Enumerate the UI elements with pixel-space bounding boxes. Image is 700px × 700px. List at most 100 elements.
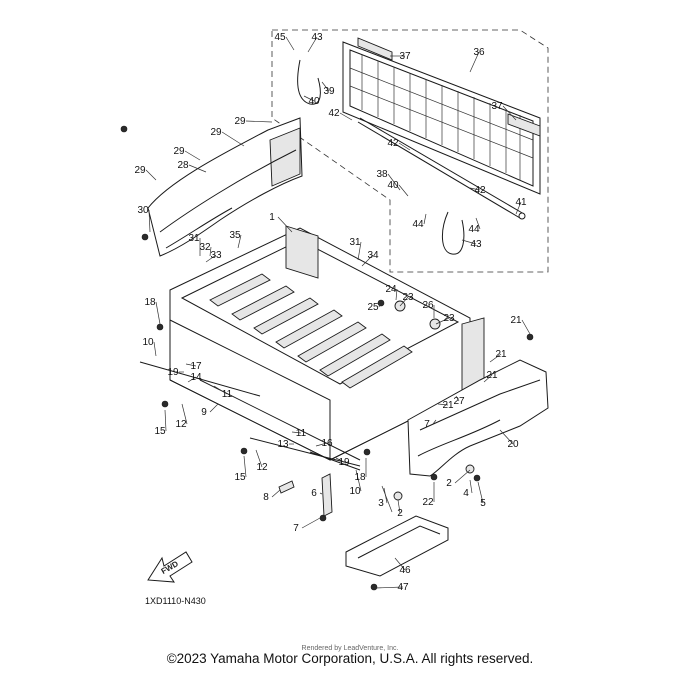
callout-leader-21 (437, 403, 449, 406)
callout-leader-21 (489, 353, 502, 363)
callout-leader-34 (361, 254, 374, 267)
callout-12: 12 (175, 419, 187, 430)
callout-26: 26 (422, 300, 434, 311)
callout-leader-5 (477, 481, 484, 504)
callout-leader-40 (398, 184, 409, 197)
callout-leader-1 (277, 216, 293, 233)
callout-5: 5 (480, 498, 486, 509)
callout-32: 32 (199, 242, 211, 253)
callout-6: 6 (311, 488, 317, 499)
callout-leader-29 (145, 169, 157, 181)
callout-36: 36 (473, 47, 485, 58)
right-rear-fender (407, 359, 549, 477)
callout-47: 47 (397, 582, 409, 593)
callout-39: 39 (323, 86, 335, 97)
callout-leader-9 (209, 403, 219, 413)
callout-19: 19 (338, 457, 350, 468)
callout-34: 34 (367, 250, 379, 261)
callout-leader-4 (469, 479, 473, 494)
callout-27: 27 (453, 396, 465, 407)
callout-leader-2 (454, 469, 471, 484)
callout-leader-24 (395, 288, 398, 301)
callout-leader-43 (461, 239, 477, 245)
callout-7: 7 (424, 419, 430, 430)
callout-18: 18 (144, 297, 156, 308)
callout-leader-18 (155, 301, 161, 325)
callout-37: 37 (399, 51, 411, 62)
callout-40: 40 (308, 96, 320, 107)
callout-21: 21 (486, 370, 498, 381)
callout-leader-17 (185, 363, 197, 367)
callout-leader-11 (213, 385, 228, 395)
callout-leader-44 (475, 217, 481, 230)
callout-2: 2 (446, 478, 452, 489)
callout-leader-36 (469, 51, 480, 73)
callout-9: 9 (201, 407, 207, 418)
callout-31: 31 (349, 237, 361, 248)
callout-4: 4 (463, 488, 469, 499)
fasteners (120, 125, 534, 591)
callout-leader-21 (521, 319, 531, 335)
callout-19: 19 (167, 367, 179, 378)
callout-1: 1 (269, 212, 275, 223)
callout-leader-31 (357, 241, 362, 261)
callout-leader-3 (383, 487, 388, 504)
callout-22: 22 (422, 497, 434, 508)
callout-leader-11 (291, 431, 302, 434)
callout-42: 42 (328, 108, 340, 119)
callout-leader-42 (469, 187, 481, 191)
callout-17: 17 (190, 361, 202, 372)
callout-28: 28 (177, 160, 189, 171)
callout-leader-7 (432, 419, 437, 425)
callout-10: 10 (142, 337, 154, 348)
callout-31: 31 (188, 233, 200, 244)
callout-29: 29 (173, 146, 185, 157)
callout-leader-27 (455, 395, 460, 402)
callout-29: 29 (134, 165, 146, 176)
callout-46: 46 (399, 565, 411, 576)
callout-42: 42 (474, 185, 486, 196)
callout-18: 18 (354, 472, 366, 483)
callout-leader-15 (243, 455, 247, 478)
callout-20: 20 (507, 439, 519, 450)
callout-leader-7 (301, 517, 321, 529)
callout-leader-28 (188, 164, 207, 173)
callout-leader-37 (502, 105, 517, 121)
callout-38: 38 (376, 169, 388, 180)
callout-23: 23 (402, 292, 414, 303)
callout-11: 11 (296, 428, 307, 439)
callout-25: 25 (367, 302, 379, 313)
callout-16: 16 (321, 438, 333, 449)
callout-leader-40 (303, 95, 315, 102)
callout-leader-14 (187, 376, 197, 383)
callout-leader-41 (515, 201, 522, 215)
callout-leader-39 (321, 81, 330, 92)
callout-leader-35 (237, 234, 242, 249)
callout-leader-43 (307, 36, 318, 53)
callout-leader-2 (397, 499, 401, 514)
callout-leader-29 (245, 120, 273, 123)
callout-24: 24 (385, 284, 397, 295)
callout-3: 3 (378, 498, 384, 509)
callout-leader-33 (205, 254, 217, 263)
callout-33: 33 (210, 250, 222, 261)
callout-leader-19 (335, 457, 345, 463)
callout-42: 42 (387, 138, 399, 149)
callout-leader-10 (153, 341, 157, 357)
callout-leader-30 (148, 209, 151, 233)
tailgate-link-rods (139, 361, 361, 471)
tailgate-assembly (342, 37, 541, 195)
callout-leader-44 (423, 213, 427, 225)
callout-21: 21 (510, 315, 522, 326)
callout-leader-25 (378, 303, 381, 308)
callout-leader-6 (319, 492, 323, 495)
left-side-panel (147, 117, 303, 257)
callout-29: 29 (210, 127, 222, 138)
callout-leader-23 (399, 296, 409, 307)
callout-leader-38 (387, 173, 401, 191)
under-guard-plate (345, 515, 449, 577)
callout-35: 35 (229, 230, 241, 241)
callout-leader-16 (315, 442, 328, 447)
callout-leader-42 (339, 112, 353, 121)
callout-leader-23 (435, 317, 450, 325)
